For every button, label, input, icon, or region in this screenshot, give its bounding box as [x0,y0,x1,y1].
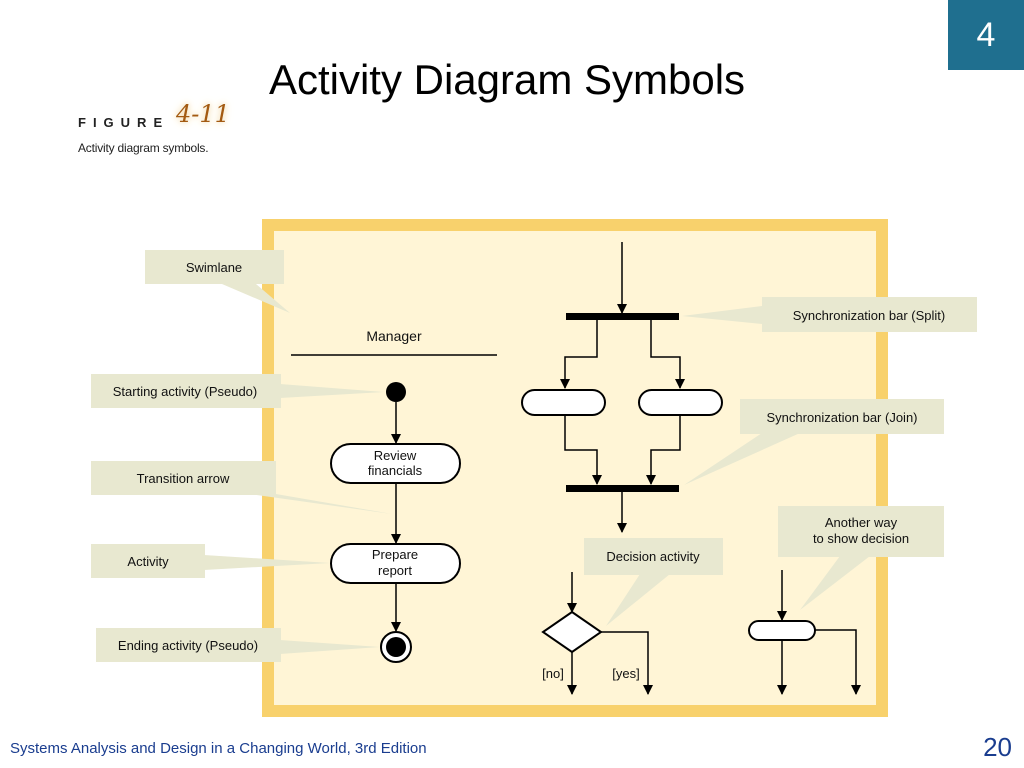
callout-another-way-line2: to show decision [813,531,909,546]
figure-label: FIGURE [78,115,170,130]
activity-prepare-line1: Prepare [372,547,418,562]
swimlane-heading: Manager [366,328,422,344]
footer-text: Systems Analysis and Design in a Changin… [10,740,427,757]
sync-bar-join [566,485,679,492]
alt-decision-activity [748,620,816,641]
guard-yes: [yes] [612,666,639,681]
figure-number: 4-11 [176,100,230,128]
callout-split-label: Synchronization bar (Split) [793,308,945,323]
activity-review-line2: financials [368,463,423,478]
callout-starting-activity: Starting activity (Pseudo) [91,374,384,408]
end-node-core [386,637,406,657]
parallel-activity-left [521,389,606,416]
page-number: 20 [983,732,1012,762]
figure-caption: Activity diagram symbols. [78,141,209,155]
callout-sync-split: Synchronization bar (Split) [682,297,977,332]
activity-prepare-line2: report [378,563,412,578]
activity-review-line1: Review [374,448,417,463]
callout-another-way: Another way to show decision [778,506,944,610]
callout-transition-arrow: Transition arrow [91,461,392,514]
transition-left-join [564,415,602,485]
callout-decision-activity: Decision activity [584,538,723,626]
callout-ending-label: Ending activity (Pseudo) [118,638,258,653]
callout-join-label: Synchronization bar (Join) [766,410,917,425]
callout-decision-label: Decision activity [606,549,700,564]
callout-activity: Activity [91,544,330,578]
slide-title: Activity Diagram Symbols [268,56,746,103]
chapter-badge: 4 [948,0,1024,70]
transition-decision-yes [601,631,653,695]
callout-ending-activity: Ending activity (Pseudo) [96,628,380,662]
transition-split-left [560,320,598,389]
guard-no: [no] [542,666,564,681]
transition-split-right [650,320,685,389]
callout-starting-label: Starting activity (Pseudo) [113,384,258,399]
callout-another-way-line1: Another way [825,515,898,530]
start-node [386,382,406,402]
callout-sync-join: Synchronization bar (Join) [684,399,944,485]
callout-swimlane-label: Swimlane [186,260,242,275]
callout-activity-label: Activity [127,554,169,569]
callout-transition-label: Transition arrow [137,471,230,486]
transition-alt-right [815,629,861,695]
parallel-activity-right [638,389,723,416]
callout-swimlane: Swimlane [145,250,290,313]
sync-bar-split [566,313,679,320]
transition-right-join [646,415,681,485]
